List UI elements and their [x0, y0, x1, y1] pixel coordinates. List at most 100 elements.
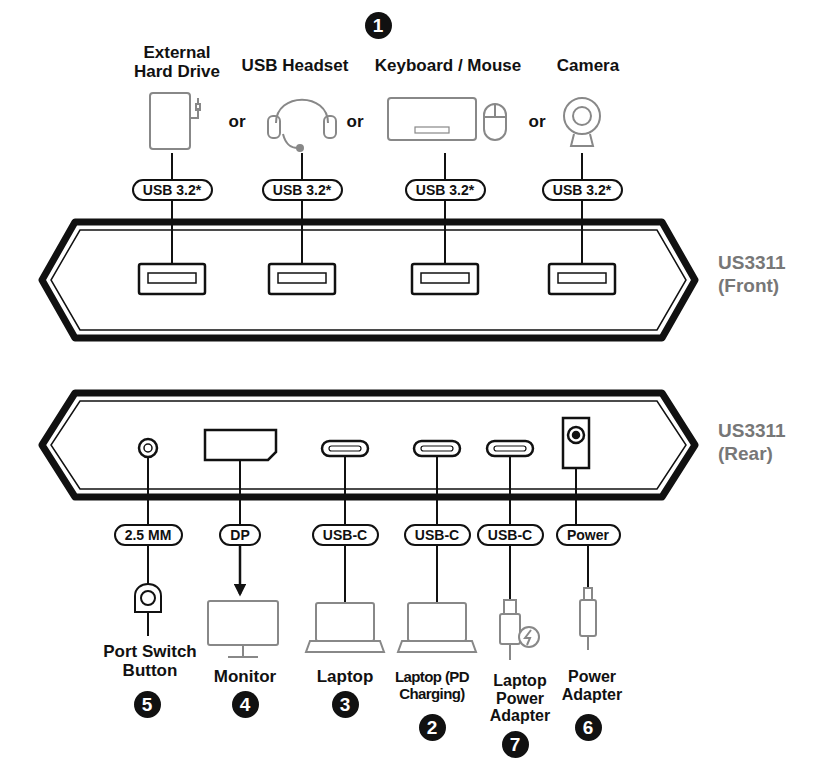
hard-drive-icon — [150, 93, 190, 149]
headset-icon — [297, 145, 303, 151]
monitor-icon — [208, 601, 278, 645]
front-leader-lines — [581, 153, 583, 180]
power-cord-icon — [580, 600, 596, 636]
usb-a-ports — [278, 273, 326, 283]
camera-icon — [564, 98, 600, 146]
keyboard-mouse-icon — [388, 98, 506, 140]
rear-leader-lines — [436, 456, 438, 524]
rear-ports — [144, 444, 152, 452]
rear-leader-lines — [147, 546, 149, 584]
rear-ports — [487, 441, 533, 456]
callout-number: 6 — [575, 714, 602, 741]
port-type-text: USB-C — [415, 528, 459, 542]
rear-leader-lines — [509, 456, 511, 524]
rear-housing — [42, 393, 695, 497]
keyboard-mouse-icon — [494, 104, 496, 117]
keyboard-mouse-icon — [415, 127, 449, 133]
front-housing — [42, 222, 695, 338]
laptop-power-adapter-icon — [519, 627, 539, 647]
laptop-icons — [398, 641, 476, 652]
front-leader-lines — [581, 200, 583, 264]
laptop-power-adapter-icon — [500, 614, 520, 644]
laptop-power-adapter-icon — [525, 630, 531, 645]
usb-a-ports — [269, 264, 335, 294]
monitor-icon — [208, 601, 278, 657]
rear-housing — [51, 401, 686, 489]
port-label-pill: USB 3.2* — [132, 179, 213, 201]
port-type-text: 2.5 MM — [125, 528, 172, 542]
front-leader-lines — [301, 153, 303, 180]
port-label-pill: USB-C — [477, 524, 544, 546]
callout-number: 3 — [332, 691, 359, 718]
port-type-text: DP — [230, 528, 249, 542]
port-label-pill: USB 3.2* — [262, 179, 343, 201]
port-label-pill: USB 3.2* — [405, 179, 486, 201]
front-leader-lines — [172, 153, 582, 264]
rear-leader-lines — [344, 546, 346, 602]
monitor-icon — [242, 645, 244, 656]
laptop-icons — [408, 603, 466, 641]
laptop-icons — [316, 603, 374, 641]
rear-ports — [563, 418, 589, 468]
device-label: Laptop (PD Charging) — [380, 668, 484, 703]
rear-leader-lines — [239, 546, 242, 594]
port-switch-button-icon — [135, 584, 161, 612]
port-label-pill: 2.5 MM — [114, 524, 183, 546]
device-label: Laptop Power Adapter — [488, 672, 552, 725]
callout-number: 7 — [502, 731, 529, 758]
keyboard-mouse-icon — [388, 98, 476, 140]
port-switch-button-icon — [135, 584, 161, 636]
rear-ports — [494, 446, 526, 451]
keyboard-mouse-icon — [484, 104, 506, 140]
device-label: Port Switch Button — [90, 643, 210, 680]
laptop-icons — [306, 641, 384, 652]
rear-ports — [573, 432, 579, 438]
rear-leader-lines — [239, 460, 241, 524]
rear-ports — [329, 446, 361, 451]
port-label-pill: USB 3.2* — [542, 179, 623, 201]
port-type-text: Power — [567, 528, 609, 542]
headset-icon — [276, 100, 328, 123]
callout-number: 4 — [232, 691, 259, 718]
laptop-icons — [306, 603, 476, 652]
headset-icon — [268, 100, 336, 151]
rear-leader-lines — [575, 468, 577, 524]
usb-a-ports — [148, 273, 196, 283]
hard-drive-icon — [190, 98, 200, 118]
rear-leader-lines — [344, 456, 346, 524]
rear-leader-lines — [436, 546, 438, 602]
rear-ports — [139, 439, 157, 457]
usb-a-ports — [139, 264, 205, 294]
front-leader-lines — [444, 153, 446, 180]
camera-icon — [573, 107, 591, 125]
rear-leader-lines — [147, 458, 149, 524]
device-label: Power Adapter — [560, 668, 624, 703]
laptop-power-adapter-icon — [504, 600, 516, 614]
device-label: Laptop — [310, 668, 380, 687]
front-leader-lines — [171, 153, 173, 180]
headset-icon — [324, 116, 336, 138]
rear-housing — [42, 393, 695, 497]
callout-number: 1 — [365, 12, 392, 39]
usb-a-ports — [549, 264, 615, 294]
port-label-pill: USB-C — [404, 524, 471, 546]
port-switch-button-icon — [141, 591, 155, 605]
laptop-power-adapter-icon — [509, 644, 511, 660]
port-switch-button-icon — [147, 612, 149, 636]
callout-number: 5 — [134, 691, 161, 718]
model-name: US3311 (Front) — [718, 252, 818, 298]
headset-icon — [268, 116, 280, 138]
device-label: USB Headset — [235, 57, 355, 76]
power-cord-icon — [584, 588, 592, 600]
port-type-text: USB-C — [323, 528, 367, 542]
device-label: Keyboard / Mouse — [368, 57, 528, 76]
front-leader-lines — [301, 200, 303, 264]
front-leader-lines — [444, 200, 446, 264]
rear-leader-lines — [587, 546, 589, 588]
headset-icon — [283, 134, 298, 148]
usb-a-ports — [412, 264, 478, 294]
hard-drive-icon — [150, 93, 200, 149]
laptop-power-adapter-icon — [500, 600, 539, 660]
device-label: or — [340, 113, 370, 132]
device-label: Monitor — [200, 668, 290, 687]
